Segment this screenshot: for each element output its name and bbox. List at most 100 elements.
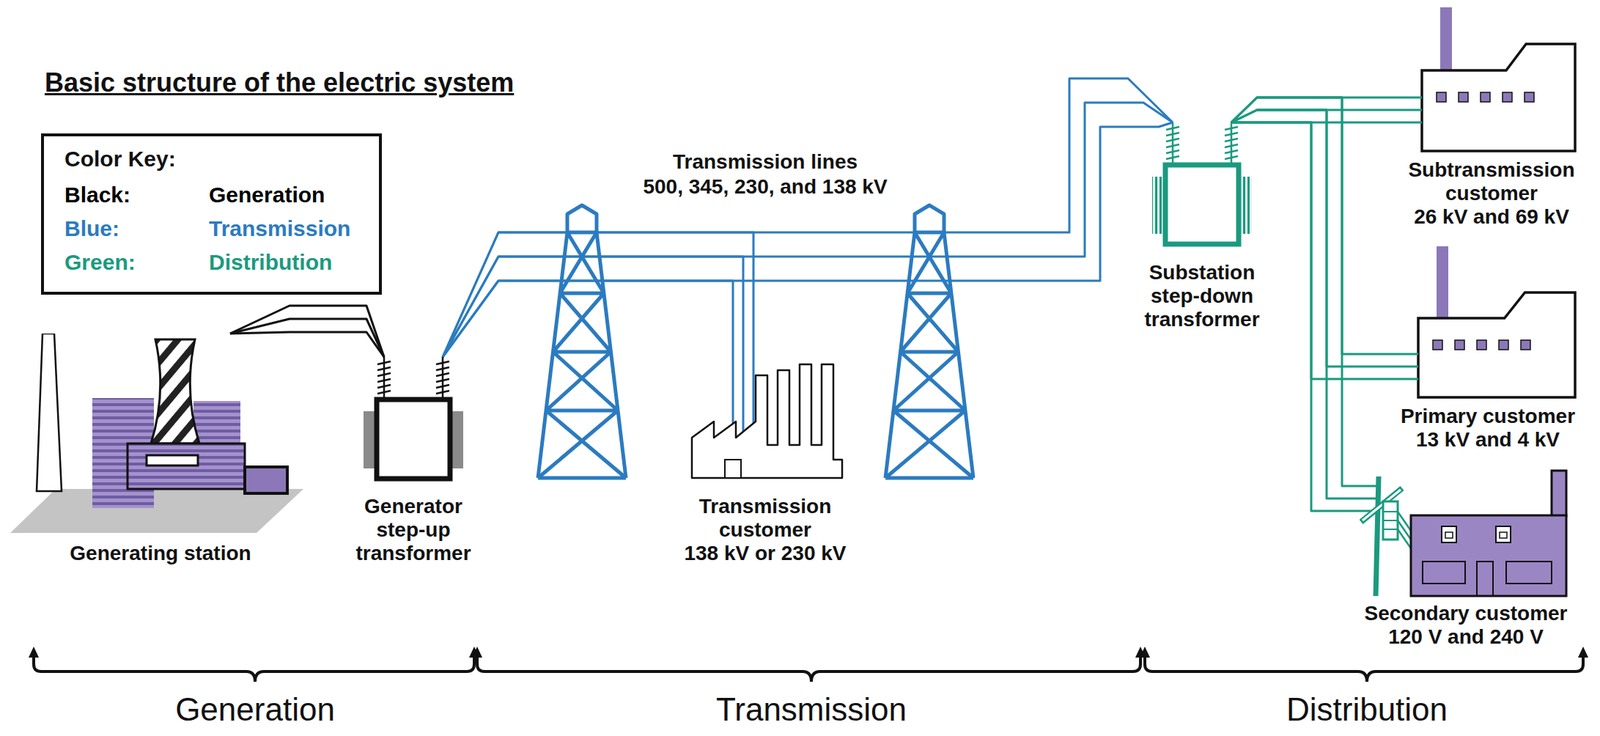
service-lead	[1403, 121, 1422, 124]
conductor	[230, 305, 385, 357]
bracket-arrowhead	[1139, 646, 1150, 658]
insulator-disc	[1224, 138, 1238, 142]
bushing	[377, 356, 391, 398]
transmission-tower	[885, 205, 974, 478]
node-label: Generator step-up transformer	[340, 494, 487, 566]
bushing	[436, 356, 450, 398]
insulator-disc	[377, 361, 391, 365]
line-heading: Transmission lines	[672, 150, 858, 174]
house-window	[1495, 526, 1511, 543]
bushing	[1166, 122, 1180, 164]
insulator-disc	[436, 384, 450, 388]
transmission-customer: Transmission customer138 kV or 230 kV	[680, 356, 850, 566]
insulator-disc	[377, 384, 391, 388]
factory-stack	[1436, 246, 1449, 320]
insulator-disc	[377, 390, 391, 394]
legend-text: Green: Distribution	[64, 249, 333, 275]
node-illustration	[680, 356, 850, 482]
insulator-disc	[1166, 132, 1180, 136]
node-label: Substation step-down transformer	[1128, 260, 1276, 333]
tower-lattice	[537, 205, 626, 478]
service-lead	[1359, 485, 1378, 488]
node-name: Primary customer	[1396, 404, 1580, 429]
node-label: Transmission customer138 kV or 230 kV	[680, 494, 850, 566]
node-illustration	[1359, 469, 1573, 598]
legend-text: Blue: Transmission	[64, 216, 351, 241]
insulator-disc	[436, 390, 450, 394]
node-name: Subtransmission customer	[1403, 158, 1580, 206]
bracket-line	[1144, 653, 1584, 682]
factory-stack	[1440, 7, 1452, 72]
node-name: Substation step-down transformer	[1128, 260, 1276, 333]
voltage-range: 26 kV and 69 kV	[1403, 205, 1580, 229]
insulator-disc	[1166, 144, 1180, 148]
bushing	[1224, 122, 1238, 164]
section-name: Generation	[175, 691, 335, 728]
insulator-disc	[436, 373, 450, 376]
substation-transformer: Substation step-down transformer	[1128, 122, 1276, 333]
power-line	[442, 78, 1173, 357]
plant-base	[127, 443, 245, 489]
insulator-disc	[1224, 144, 1238, 148]
factory-outline	[1418, 292, 1576, 398]
node-name: Generating station	[10, 541, 311, 566]
insulator-disc	[1224, 132, 1238, 136]
diagram-title: Basic structure of the electric system	[44, 67, 514, 99]
service-drop	[1397, 529, 1411, 549]
service-lead	[1396, 353, 1419, 356]
insulator-disc	[1166, 150, 1180, 154]
plant-annex	[244, 466, 288, 494]
conductor	[1231, 122, 1397, 379]
utility-pole	[1375, 476, 1379, 596]
pole-transformer-band	[1383, 510, 1398, 513]
transmission-tower	[537, 205, 626, 478]
node-illustration	[1128, 122, 1276, 251]
legend-heading: Color Key:	[64, 146, 176, 171]
insulator-disc	[1166, 126, 1180, 130]
insulator-disc	[377, 378, 391, 382]
factory-window	[1436, 92, 1447, 102]
node-illustration	[1396, 244, 1580, 399]
service-drop	[1397, 520, 1411, 540]
generating-station: Generating station	[10, 333, 311, 566]
service-lead	[1396, 365, 1419, 368]
insulator-disc	[1224, 156, 1238, 160]
section-bracket	[1139, 646, 1589, 682]
voltage-range: 120 V and 240 V	[1359, 625, 1573, 649]
house-window	[1441, 526, 1457, 543]
node-name: Generator step-up transformer	[340, 494, 487, 566]
node-label: Secondary customer120 V and 240 V	[1359, 601, 1573, 649]
insulator-disc	[1166, 156, 1180, 160]
house-chimney	[1551, 470, 1567, 516]
power-line	[1231, 97, 1397, 379]
insulator-disc	[1166, 138, 1180, 142]
house-door	[1476, 561, 1493, 596]
house-window-low	[1422, 561, 1466, 584]
insulator-disc	[377, 367, 391, 371]
legend-entry: Green: Distribution	[64, 249, 333, 275]
bracket-arrowhead	[472, 646, 483, 658]
conductor	[442, 102, 1173, 357]
factory-window	[1520, 340, 1531, 350]
power-line	[230, 305, 385, 357]
voltage-list: 500, 345, 230, and 138 kV	[642, 175, 887, 199]
pole-transformer	[1383, 501, 1398, 540]
conductor	[442, 122, 1173, 357]
legend-text: Black: Generation	[64, 182, 325, 207]
factory-outline	[1421, 43, 1576, 151]
bracket-line	[477, 653, 1141, 682]
secondary-customer: Secondary customer120 V and 240 V	[1359, 469, 1573, 649]
conductor	[442, 280, 733, 357]
conductor	[442, 78, 1173, 357]
conductor	[230, 332, 385, 357]
node-label: Subtransmission customer26 kV and 69 kV	[1403, 158, 1580, 230]
transformer-tank	[1165, 164, 1239, 245]
primary-customer: Primary customer13 kV and 4 kV	[1396, 244, 1580, 452]
house-window-low	[1506, 561, 1552, 584]
cooling-tower	[150, 339, 200, 444]
legend-entry: Blue: Transmission	[64, 216, 351, 241]
smokestack	[36, 333, 62, 492]
factory-window	[1502, 92, 1513, 102]
insulator-disc	[436, 361, 450, 365]
